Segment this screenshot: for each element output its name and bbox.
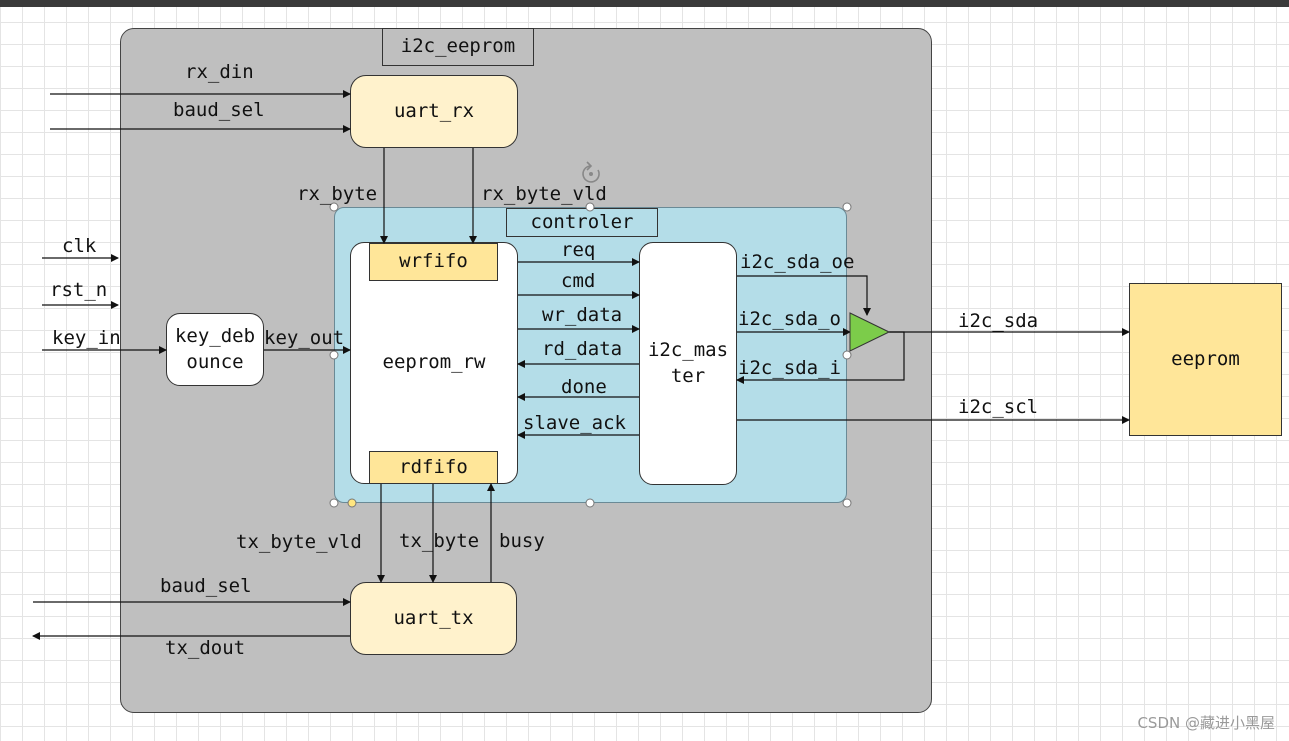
i2c-master-block[interactable]: i2c_mas ter xyxy=(639,242,737,485)
handle-tl xyxy=(329,202,339,212)
handle-bc xyxy=(585,498,595,508)
label-rd-data: rd_data xyxy=(542,338,623,360)
i2c-master-label-1: i2c_mas xyxy=(647,338,729,361)
i2c-master-label-2: ter xyxy=(670,364,706,387)
module-title: i2c_eeprom xyxy=(382,28,534,66)
label-i2c-scl: i2c_scl xyxy=(958,396,1039,418)
eeprom-rw-block[interactable]: eeprom_rw xyxy=(350,242,518,484)
label-busy: busy xyxy=(499,530,545,552)
label-tx-dout: tx_dout xyxy=(165,637,246,659)
handle-tc xyxy=(585,202,595,212)
rdfifo-block[interactable]: rdfifo xyxy=(369,451,498,484)
eeprom-rw-label: eeprom_rw xyxy=(382,351,486,374)
uart-rx-block[interactable]: uart_rx xyxy=(350,75,518,148)
label-key-out: key_out xyxy=(264,327,345,349)
key-debounce-label-2: ounce xyxy=(186,350,244,373)
adjust-handle xyxy=(347,498,357,508)
controller-title: controler xyxy=(506,208,658,237)
label-tx-byte: tx_byte xyxy=(399,530,480,552)
label-baud-sel-tx: baud_sel xyxy=(160,575,252,597)
rotate-handle-icon xyxy=(582,161,600,183)
label-slave-ack: slave_ack xyxy=(523,412,626,434)
wrfifo-block[interactable]: wrfifo xyxy=(369,243,498,281)
handle-ml xyxy=(329,350,339,360)
label-rx-byte: rx_byte xyxy=(297,183,378,205)
selection-handles xyxy=(329,202,852,508)
label-rx-din: rx_din xyxy=(185,61,254,83)
label-i2c-sda: i2c_sda xyxy=(958,310,1039,332)
watermark: CSDN @藏进小黑屋 xyxy=(1137,714,1275,732)
eeprom-device[interactable]: eeprom xyxy=(1129,283,1282,436)
label-i2c-sda-i: i2c_sda_i xyxy=(738,357,841,379)
key-debounce-block[interactable]: key_deb ounce xyxy=(166,313,264,386)
wire-i2c-sda-oe xyxy=(737,275,871,316)
label-key-in: key_in xyxy=(52,327,121,349)
label-wr-data: wr_data xyxy=(542,304,623,326)
label-done: done xyxy=(561,376,607,398)
label-rx-byte-vld: rx_byte_vld xyxy=(481,183,607,205)
label-rst-n: rst_n xyxy=(50,279,108,301)
uart-tx-block[interactable]: uart_tx xyxy=(350,582,517,655)
label-i2c-sda-o: i2c_sda_o xyxy=(738,308,841,330)
handle-mr xyxy=(842,350,852,360)
label-tx-byte-vld: tx_byte_vld xyxy=(236,531,362,553)
handle-br xyxy=(842,498,852,508)
label-req: req xyxy=(561,239,596,261)
window-top-bar xyxy=(0,0,1289,7)
label-i2c-sda-oe: i2c_sda_oe xyxy=(740,251,855,273)
handle-tr xyxy=(842,202,852,212)
key-debounce-label-1: key_deb xyxy=(174,324,256,347)
label-clk: clk xyxy=(62,235,97,257)
tristate-buffer-icon xyxy=(849,312,891,352)
wire-i2c-sda-i xyxy=(736,331,905,384)
label-baud-sel-rx: baud_sel xyxy=(173,99,265,121)
handle-bl xyxy=(329,498,339,508)
label-cmd: cmd xyxy=(561,270,596,292)
